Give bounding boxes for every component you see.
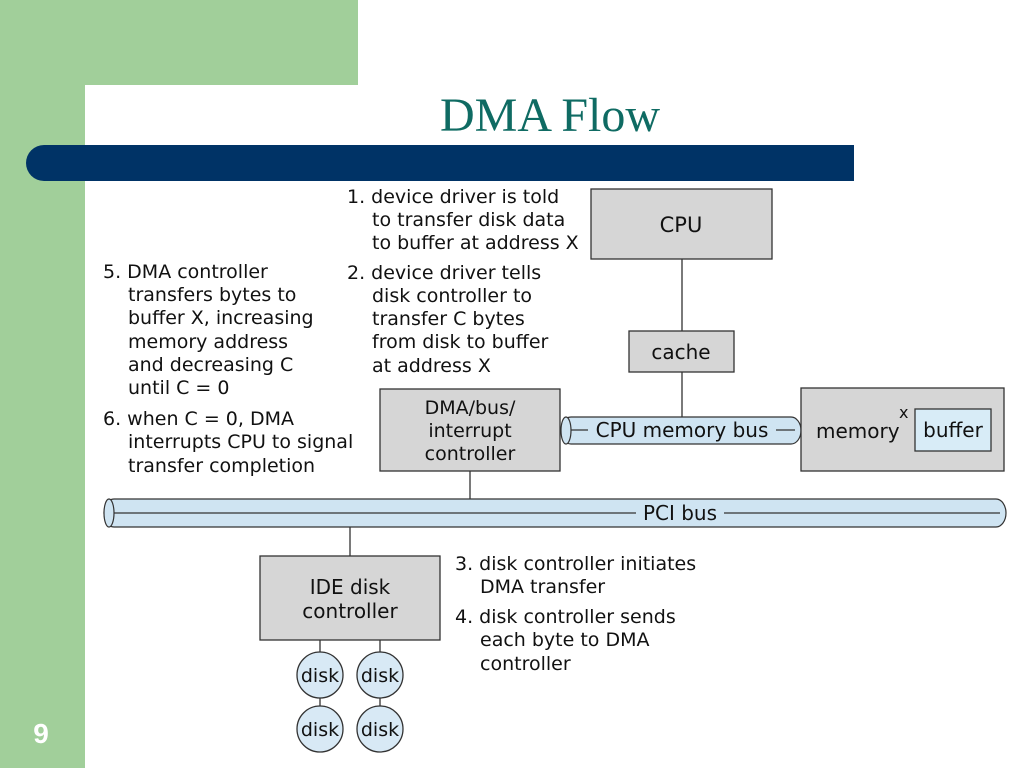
buffer-label: buffer — [923, 418, 983, 442]
svg-text:and decreasing C: and decreasing C — [128, 354, 293, 376]
background-accent-left — [0, 0, 85, 768]
ide-controller-line-1: IDE disk — [310, 575, 391, 599]
pci-bus: PCI bus — [103, 498, 1007, 528]
dma-controller-line-3: controller — [425, 443, 516, 465]
svg-text:5. DMA controller: 5. DMA controller — [103, 261, 268, 283]
pci-bus-label: PCI bus — [643, 501, 717, 525]
svg-text:3. disk controller initiates: 3. disk controller initiates — [455, 553, 696, 575]
cpu-memory-bus-label: CPU memory bus — [596, 418, 769, 442]
svg-text:6. when C = 0, DMA: 6. when C = 0, DMA — [103, 408, 294, 430]
slide-number: 9 — [33, 718, 49, 749]
disk-top-left: disk — [296, 651, 344, 699]
cpu-box: CPU — [590, 188, 773, 260]
step-1-note: 1. device driver is told to transfer dis… — [347, 186, 579, 254]
ide-disk-controller-box: IDE disk controller — [259, 555, 441, 641]
svg-text:4. disk controller sends: 4. disk controller sends — [455, 606, 676, 628]
disk-bottom-right: disk — [356, 705, 404, 753]
svg-text:interrupts CPU to signal: interrupts CPU to signal — [128, 431, 353, 453]
address-x-marker: x — [899, 403, 908, 422]
svg-text:controller: controller — [480, 653, 571, 675]
cache-label: cache — [651, 340, 710, 364]
svg-text:memory address: memory address — [128, 331, 288, 353]
cpu-memory-bus: CPU memory bus — [560, 416, 802, 445]
svg-text:from disk to buffer: from disk to buffer — [372, 331, 549, 353]
memory-box: memory x buffer — [800, 387, 1005, 472]
svg-text:2. device driver tells: 2. device driver tells — [347, 262, 541, 284]
svg-text:1. device driver is told: 1. device driver is told — [347, 186, 559, 208]
step-6-note: 6. when C = 0, DMA interrupts CPU to sig… — [103, 408, 353, 477]
svg-text:disk controller to: disk controller to — [372, 285, 532, 307]
disk-bottom-left: disk — [296, 705, 344, 753]
svg-text:until C = 0: until C = 0 — [128, 377, 230, 399]
cpu-label: CPU — [660, 213, 703, 237]
svg-text:to buffer at address X: to buffer at address X — [372, 232, 579, 254]
cache-box: cache — [628, 330, 735, 373]
disk-label: disk — [361, 719, 399, 741]
svg-text:transfer C bytes: transfer C bytes — [372, 308, 525, 330]
svg-text:transfer completion: transfer completion — [128, 455, 315, 477]
disk-label: disk — [301, 719, 339, 741]
step-2-note: 2. device driver tells disk controller t… — [347, 262, 549, 377]
svg-text:transfers bytes to: transfers bytes to — [128, 284, 296, 306]
svg-text:buffer X, increasing: buffer X, increasing — [128, 307, 314, 329]
svg-text:each byte to DMA: each byte to DMA — [480, 629, 649, 651]
disk-top-right: disk — [356, 651, 404, 699]
ide-controller-line-2: controller — [302, 599, 398, 623]
dma-controller-line-1: DMA/bus/ — [425, 397, 516, 419]
dma-controller-box: DMA/bus/ interrupt controller — [379, 388, 561, 472]
slide-title: DMA Flow — [439, 89, 661, 142]
title-underline-bar — [26, 145, 854, 181]
svg-text:to transfer disk data: to transfer disk data — [372, 209, 565, 231]
svg-text:DMA transfer: DMA transfer — [480, 576, 605, 598]
step-4-note: 4. disk controller sends each byte to DM… — [455, 606, 676, 675]
step-3-note: 3. disk controller initiates DMA transfe… — [455, 553, 696, 598]
dma-controller-line-2: interrupt — [428, 420, 511, 442]
disk-label: disk — [361, 665, 399, 687]
disk-label: disk — [301, 665, 339, 687]
step-5-note: 5. DMA controller transfers bytes to buf… — [103, 261, 314, 399]
memory-label: memory — [816, 419, 900, 443]
svg-text:at address X: at address X — [372, 355, 491, 377]
